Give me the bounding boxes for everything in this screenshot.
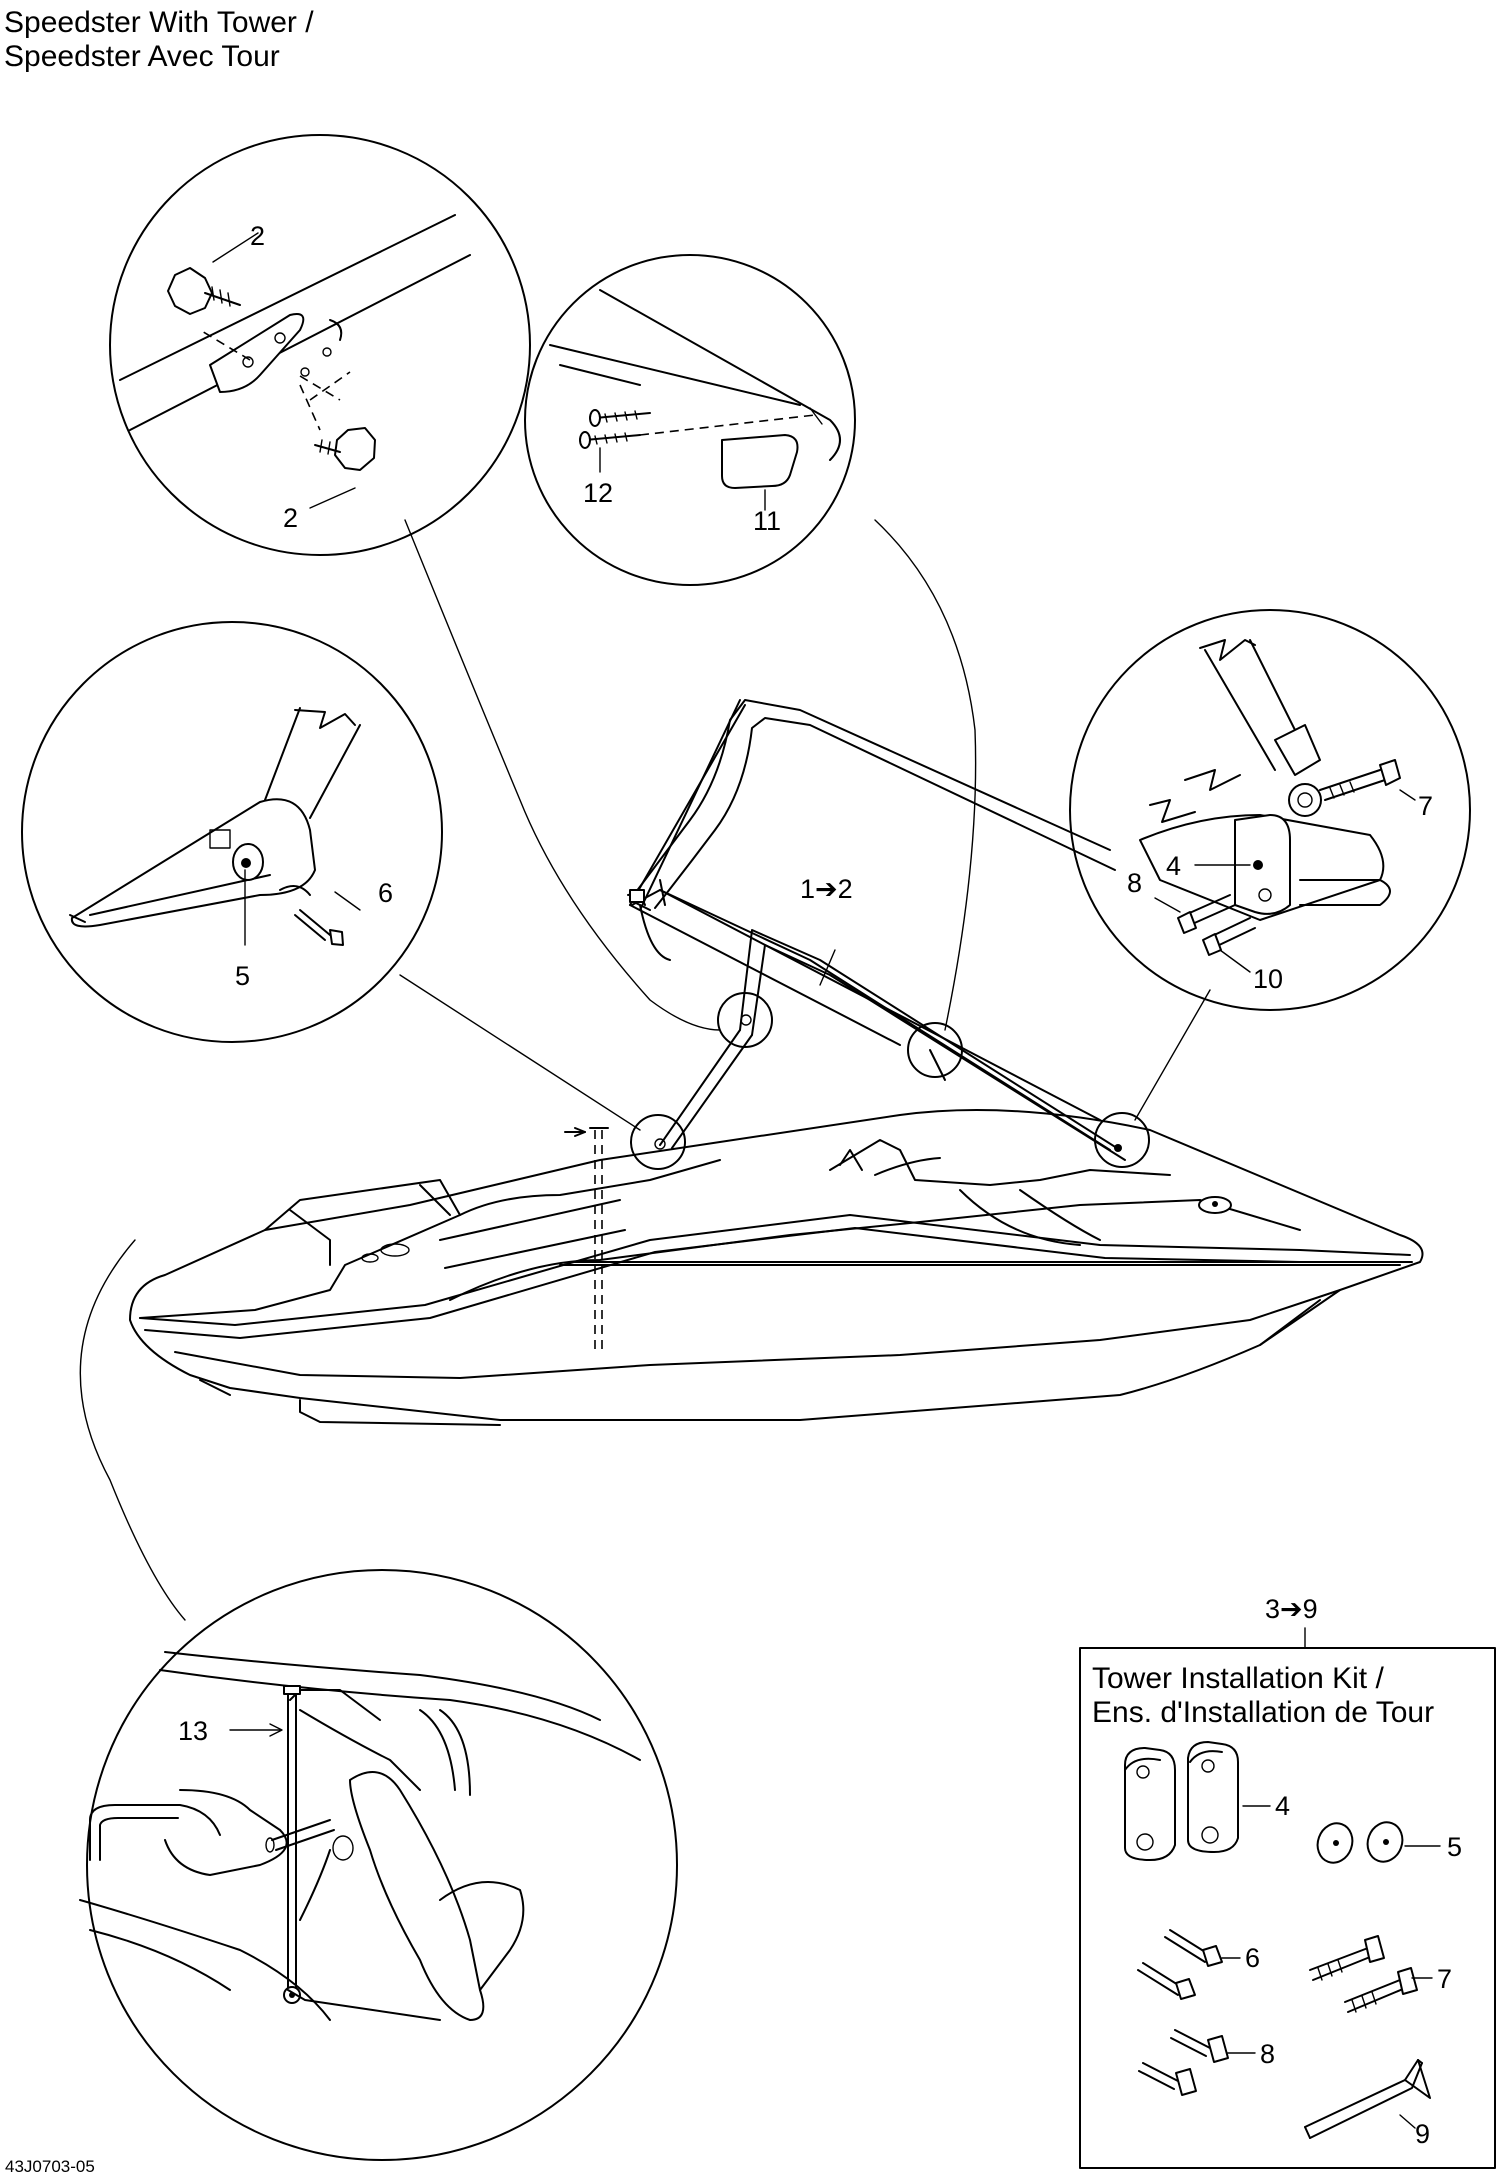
kit-label-9: 9 xyxy=(1415,2119,1430,2149)
kit-title-english: Tower Installation Kit / xyxy=(1092,1662,1384,1695)
detail-circle-front-base: 6 5 xyxy=(21,621,443,1043)
diagram-title: Speedster With Tower / Speedster Avec To… xyxy=(4,6,314,74)
tower-installation-kit: 3➔9 Tower Installation Kit / Ens. d'Inst… xyxy=(1079,1594,1496,2169)
title-line-french: Speedster Avec Tour xyxy=(4,40,280,73)
callout-11: 11 xyxy=(753,506,781,536)
kit-label-8: 8 xyxy=(1260,2039,1275,2069)
kit-washers: 5 xyxy=(1316,1821,1462,1864)
kit-label-7: 7 xyxy=(1437,1964,1452,1994)
boat-hull xyxy=(129,1109,1424,1426)
leader-lines xyxy=(79,519,1211,1621)
title-line-english: Speedster With Tower / xyxy=(4,6,314,39)
callout-1-to-2: 1➔2 xyxy=(800,874,853,904)
detail-circle-mirror: 12 11 xyxy=(524,254,856,586)
callout-13: 13 xyxy=(178,1716,208,1746)
callout-4: 4 xyxy=(1166,851,1181,881)
kit-label-4: 4 xyxy=(1275,1791,1290,1821)
callout-10: 10 xyxy=(1253,964,1283,994)
callout-2-upper: 2 xyxy=(250,221,265,251)
callout-7: 7 xyxy=(1418,791,1433,821)
illustration-code: 43J0703-05 xyxy=(5,2157,95,2176)
kit-bolts-8: 8 xyxy=(1138,2029,1275,2096)
knob-lower xyxy=(314,427,376,471)
detail-circle-clamp-knobs: 2 2 xyxy=(109,134,531,556)
detail-circle-ladder: 13 xyxy=(79,1569,678,2161)
kit-label-6: 6 xyxy=(1245,1943,1260,1973)
callout-5: 5 xyxy=(235,961,250,991)
callout-8: 8 xyxy=(1127,868,1142,898)
knob-upper xyxy=(167,267,241,315)
kit-callout-3-to-9: 3➔9 xyxy=(1265,1594,1318,1624)
kit-bolts-6: 6 xyxy=(1137,1929,1260,2000)
kit-label-5: 5 xyxy=(1447,1832,1462,1862)
wakeboard-tower: 1➔2 xyxy=(627,699,1150,1170)
callout-6: 6 xyxy=(378,878,393,908)
kit-bolts-7: 7 xyxy=(1309,1935,1452,2013)
kit-box-border xyxy=(1079,1647,1496,2169)
kit-blocks: 4 xyxy=(1124,1741,1290,1861)
kit-title-french: Ens. d'Installation de Tour xyxy=(1092,1696,1434,1729)
kit-hex-key: 9 xyxy=(1304,2059,1431,2149)
callout-2-lower: 2 xyxy=(283,503,298,533)
callout-12: 12 xyxy=(583,478,613,508)
detail-circle-rear-base: 7 4 8 10 xyxy=(1069,609,1471,1011)
